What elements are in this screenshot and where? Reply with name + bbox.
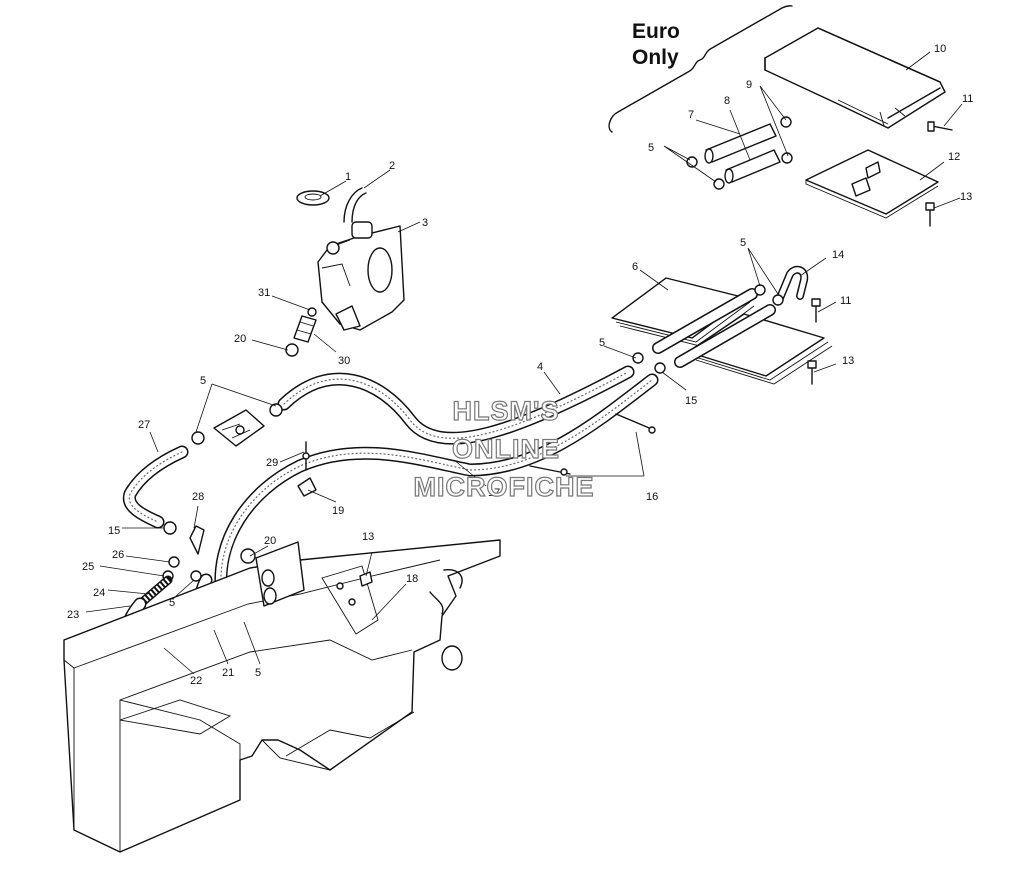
clamp-15-exchanger xyxy=(654,362,666,374)
callout-5-exchanger: 5 xyxy=(599,337,605,349)
clamp-5-exchanger-a xyxy=(754,284,766,296)
callout-23: 23 xyxy=(67,609,79,621)
tank-hose-30 xyxy=(293,315,317,343)
callout-5-tee: 5 xyxy=(169,597,175,609)
callout-22: 22 xyxy=(190,675,202,687)
euro-clamps-5 xyxy=(686,156,725,190)
callout-30: 30 xyxy=(338,355,350,367)
clamp-31 xyxy=(307,307,317,317)
watermark: HLSM'S ONLINE MICROFICHE xyxy=(413,395,595,502)
u-fitting-14 xyxy=(776,265,809,302)
callout-7: 7 xyxy=(688,109,694,121)
chassis-tunnel-18 xyxy=(63,539,501,853)
callout-15-exchanger: 15 xyxy=(685,395,697,407)
pin-29 xyxy=(302,441,310,471)
callout-16: 16 xyxy=(646,491,658,503)
callout-5-euro: 5 xyxy=(648,142,654,154)
callout-14: 14 xyxy=(832,249,844,261)
clip-19 xyxy=(297,477,317,497)
watermark-line1: HLSM'S xyxy=(453,396,560,426)
callout-24: 24 xyxy=(93,587,105,599)
watermark-line3: MICROFICHE xyxy=(414,472,595,502)
callout-20-lower: 20 xyxy=(264,535,276,547)
callout-26: 26 xyxy=(112,549,124,561)
hose-27 xyxy=(122,445,189,529)
euro-tube-8 xyxy=(724,149,781,184)
callout-11-exchanger: 11 xyxy=(840,295,851,307)
callout-29: 29 xyxy=(266,457,278,469)
callout-18: 18 xyxy=(406,573,418,585)
exchanger-tube-right xyxy=(674,304,776,368)
callout-2: 2 xyxy=(389,160,395,172)
coolant-tank xyxy=(317,221,405,331)
callout-8: 8 xyxy=(724,95,730,107)
cable-tie-16-a xyxy=(615,413,656,434)
hose-17 xyxy=(214,373,659,603)
exchanger-tube-left xyxy=(652,288,758,354)
callout-27: 27 xyxy=(138,419,150,431)
callout-6: 6 xyxy=(632,261,638,273)
euro-tube-7 xyxy=(704,123,777,164)
clamp-5-housing-b xyxy=(269,403,283,417)
euro-plate xyxy=(805,149,939,219)
callout-10: 10 xyxy=(934,43,946,55)
leader-lines xyxy=(85,51,963,675)
callout-13-exchanger: 13 xyxy=(842,355,854,367)
chassis-bracket xyxy=(255,541,305,607)
callout-5-housing: 5 xyxy=(200,375,206,387)
cable-tie-16-b xyxy=(529,465,571,476)
watermark-line2: ONLINE xyxy=(452,434,560,464)
callout-1: 1 xyxy=(345,171,351,183)
euro-only-bracket xyxy=(608,5,793,133)
clamp-5-housing-a xyxy=(191,431,205,445)
callout-9: 9 xyxy=(746,79,752,91)
thermostat-housing xyxy=(213,409,265,447)
clamp-20-upper xyxy=(285,343,299,357)
euro-only-label-line2: Only xyxy=(632,46,679,69)
clamp-5-exchanger-c xyxy=(632,352,644,364)
callout-5-lower: 5 xyxy=(255,667,261,679)
callout-20-upper: 20 xyxy=(234,333,246,345)
callout-12: 12 xyxy=(948,151,960,163)
tank-cap-1 xyxy=(296,190,330,206)
callout-17: 17 xyxy=(488,487,500,499)
clamp-20-lower xyxy=(240,548,256,564)
clamp-5-exchanger-b xyxy=(772,294,784,306)
bolt-13-exchanger xyxy=(807,360,817,385)
callout-13-chassis: 13 xyxy=(362,531,374,543)
euro-only-label-line1: Euro xyxy=(632,20,680,43)
callout-13-euro: 13 xyxy=(960,191,972,203)
bolt-11-exchanger xyxy=(811,298,821,323)
callout-21: 21 xyxy=(222,667,234,679)
callout-31: 31 xyxy=(258,287,270,299)
callout-19: 19 xyxy=(332,505,344,517)
callout-25: 25 xyxy=(82,561,94,573)
cover-panel xyxy=(764,27,946,129)
hose-4 xyxy=(277,365,635,445)
callout-28: 28 xyxy=(192,491,204,503)
clamp-15-hose27 xyxy=(163,521,177,535)
vent-hose-2 xyxy=(343,187,367,223)
callout-5-fitting: 5 xyxy=(740,237,746,249)
bolt-13-euro xyxy=(925,202,935,227)
callout-3: 3 xyxy=(422,217,428,229)
heat-exchanger-lower xyxy=(687,313,833,385)
callout-15-hose27: 15 xyxy=(108,525,120,537)
bolt-11-euro xyxy=(927,121,953,132)
clamp-26 xyxy=(168,556,180,568)
callout-4: 4 xyxy=(537,361,543,373)
euro-clamps-9 xyxy=(780,116,793,164)
callout-11-euro: 11 xyxy=(962,93,973,105)
tee-fitting-28 xyxy=(189,525,205,555)
